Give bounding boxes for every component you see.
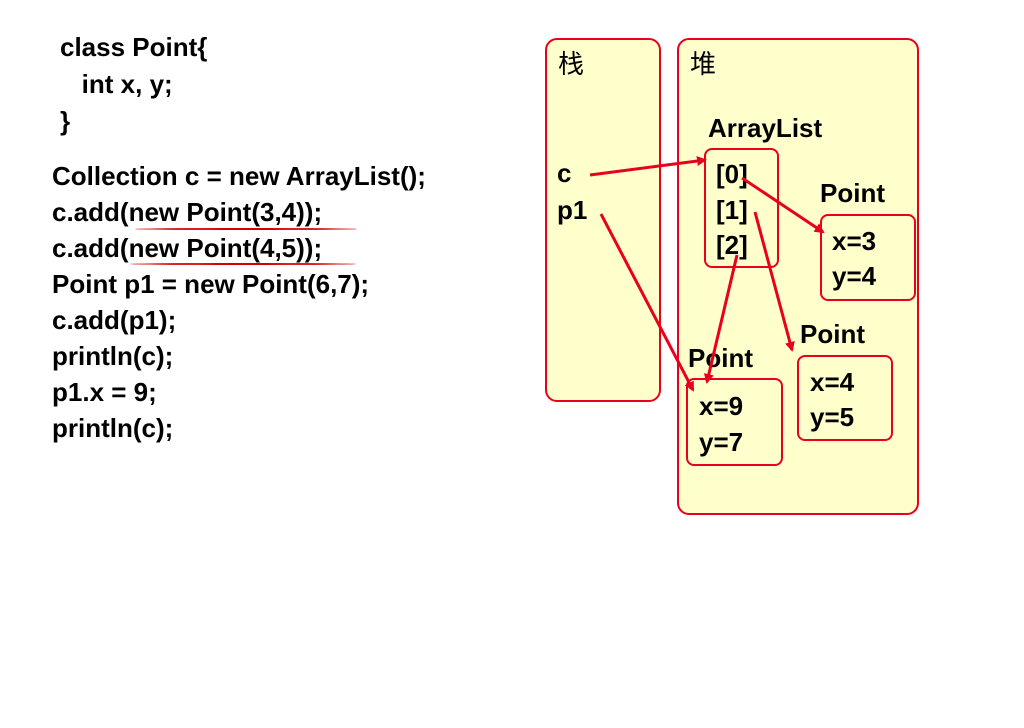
code-line: class Point{ [60,32,208,62]
code-line: println(c); [52,413,174,443]
arraylist-slot: [0] [716,159,748,189]
stack-title: 栈 [558,50,585,80]
arraylist-slot: [2] [716,230,748,260]
code-line: println(c); [52,341,174,371]
code-line: c.add(new Point(3,4)); [52,197,323,227]
point-box [820,214,916,301]
code-line: p1.x = 9; [52,377,157,407]
point-field: x=4 [810,367,855,397]
code-line: Collection c = new ArrayList(); [52,161,426,191]
code-line: } [60,106,71,136]
point-box [797,355,893,441]
point-field: y=7 [699,427,744,457]
arraylist-box [704,148,779,268]
stack-var-p1: p1 [557,195,588,225]
heap-title: 堆 [690,50,717,80]
arrow-slot1-to-point [753,211,795,352]
highlight-underline [130,263,356,265]
arrow-slot2-to-point [703,254,739,384]
code-line: c.add(new Point(4,5)); [52,233,323,263]
arrow-slot0-to-point [741,176,825,234]
point-label: Point [688,343,753,373]
code-line: Point p1 = new Point(6,7); [52,269,370,299]
arraylist-label: ArrayList [708,113,823,143]
stack-var-c: c [557,158,572,188]
point-label: Point [800,319,865,349]
point-box [686,378,783,466]
point-field: x=9 [699,391,744,421]
point-field: y=5 [810,402,855,432]
arrow-p1-to-point [599,213,695,392]
arraylist-slot: [1] [716,195,748,225]
code-line: c.add(p1); [52,305,177,335]
point-label: Point [820,178,885,208]
point-field: x=3 [832,226,877,256]
code-line: int x, y; [60,69,173,99]
highlight-underline [135,228,357,230]
point-field: y=4 [832,261,877,291]
arrow-c-to-arraylist [589,156,707,177]
